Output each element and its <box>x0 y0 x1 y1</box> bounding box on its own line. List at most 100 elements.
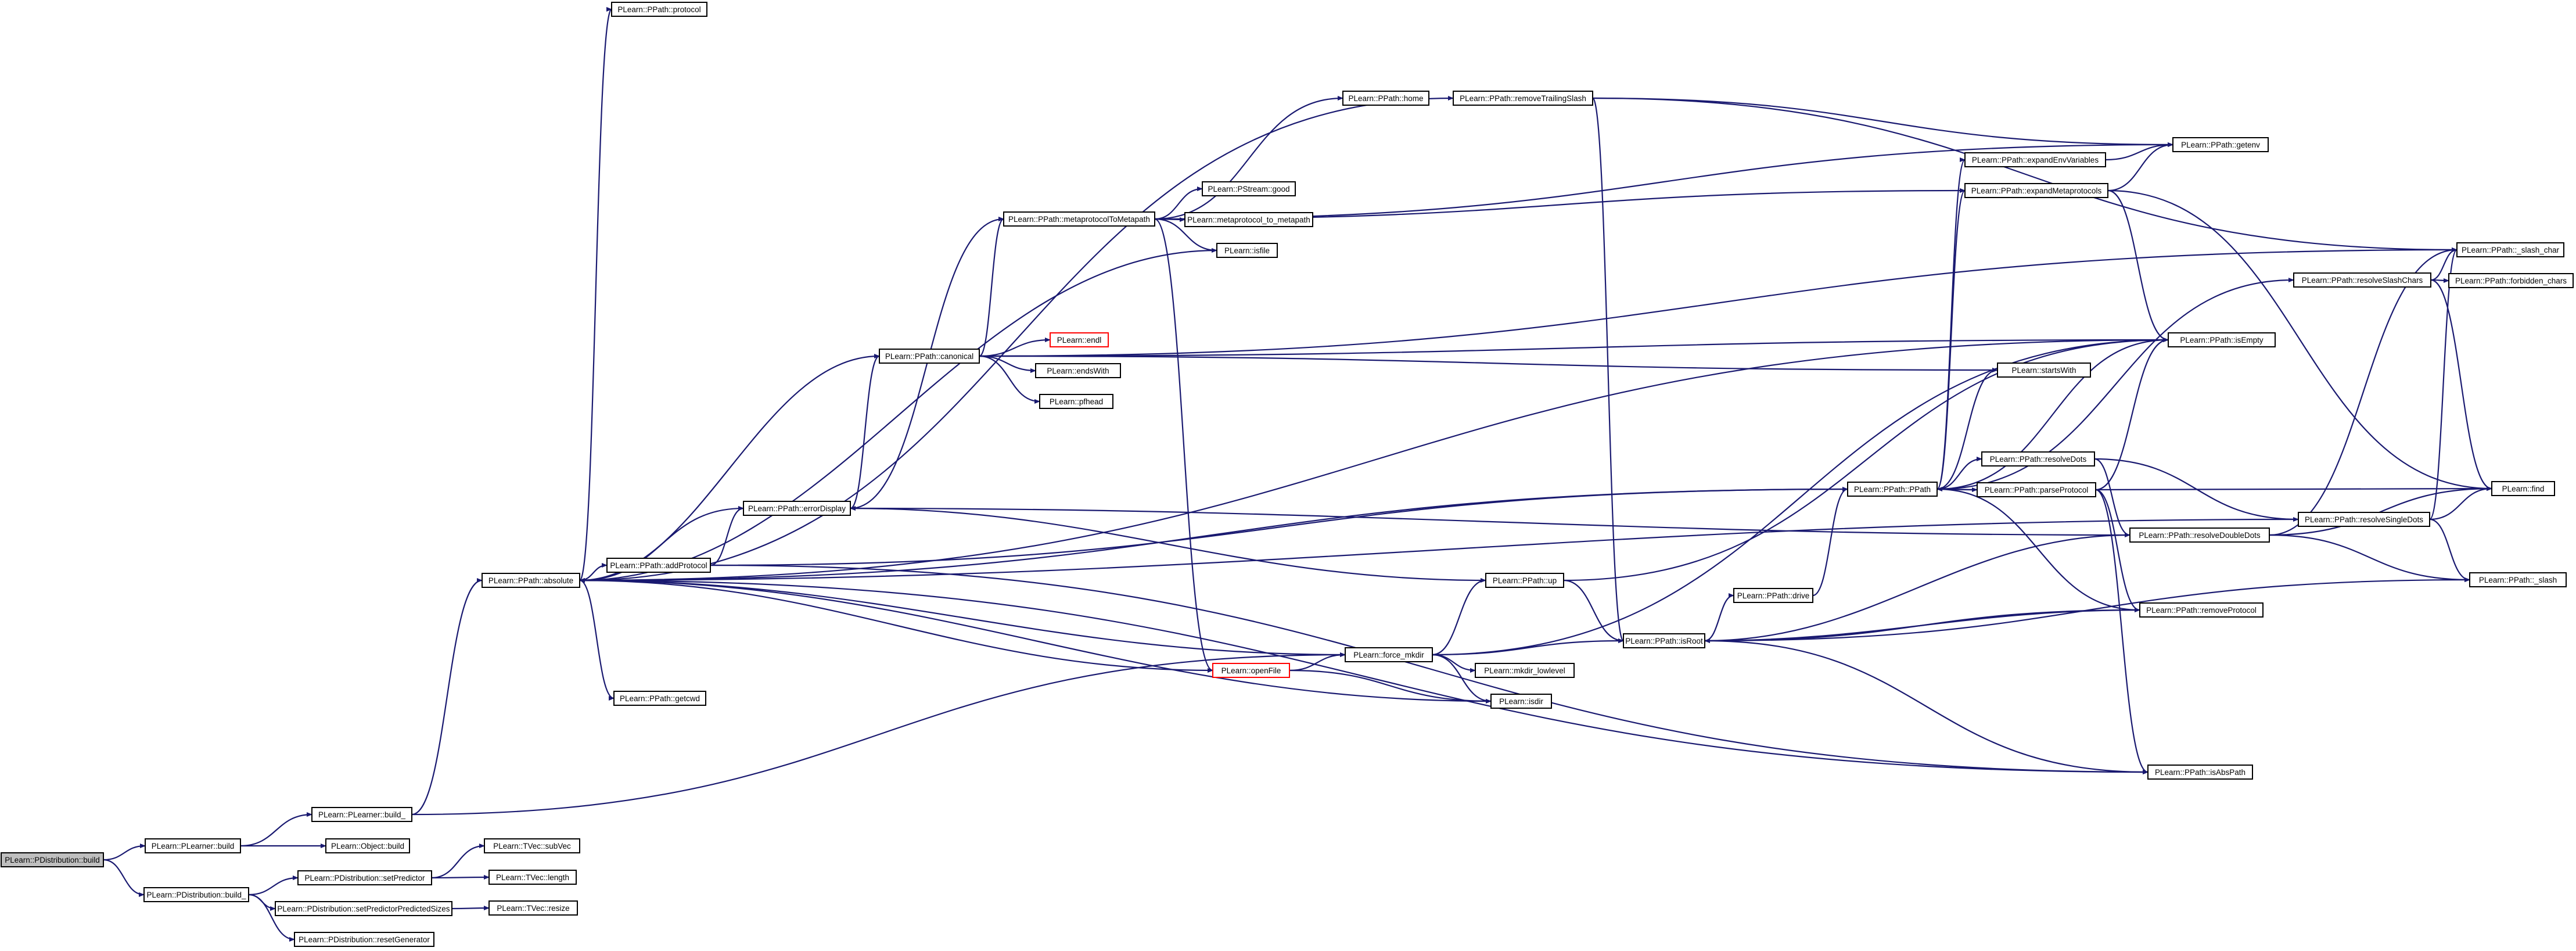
edge-ppath-to-startsWith <box>1937 368 1998 490</box>
node-label: PLearn::metaprotocol_to_metapath <box>1187 216 1310 224</box>
node-parseProtocol[interactable]: PLearn::PPath::parseProtocol <box>1977 482 2096 497</box>
node-box <box>1202 181 1296 196</box>
node-removeTrailingSlash[interactable]: PLearn::PPath::removeTrailingSlash <box>1453 91 1593 106</box>
edge-resolveSingleDots-to-find <box>2429 486 2492 521</box>
node-label: PLearn::PPath::canonical <box>885 352 973 361</box>
edge-isdir-to-absolute <box>579 578 1492 702</box>
node-label: PLearn::PPath::removeProtocol <box>2146 606 2257 615</box>
node-slash-char[interactable]: PLearn::PPath::_slash_char <box>2456 242 2564 257</box>
node-removeProtocol[interactable]: PLearn::PPath::removeProtocol <box>2139 602 2264 618</box>
node-resolveDoubleDots[interactable]: PLearn::PPath::resolveDoubleDots <box>2129 527 2270 543</box>
node-setPredictor[interactable]: PLearn::PDistribution::setPredictor <box>297 870 432 885</box>
edge-metaprotocolToMetapath-to-pstream-good <box>1154 186 1203 220</box>
node-ppath[interactable]: PLearn::PPath::PPath <box>1847 482 1938 497</box>
node-mkdir-lowlevel[interactable]: PLearn::mkdir_lowlevel <box>1475 663 1575 678</box>
node-box <box>1003 211 1155 227</box>
node-box <box>1964 183 2108 198</box>
node-label: PLearn::isfile <box>1224 246 1270 255</box>
node-getcwd[interactable]: PLearn::PPath::getcwd <box>613 691 706 706</box>
node-resolveSingleDots[interactable]: PLearn::PPath::resolveSingleDots <box>2298 512 2430 527</box>
node-box <box>611 2 707 17</box>
node-canonical[interactable]: PLearn::PPath::canonical <box>879 349 980 364</box>
node-isdir[interactable]: PLearn::isdir <box>1490 694 1552 709</box>
node-isRoot[interactable]: PLearn::PPath::isRoot <box>1623 633 1705 648</box>
node-home[interactable]: PLearn::PPath::home <box>1342 91 1429 106</box>
node-box <box>297 870 432 885</box>
edge-canonical-to-endsWith <box>979 355 1036 373</box>
node-getenv[interactable]: PLearn::PPath::getenv <box>2172 137 2269 152</box>
node-label: PLearn::find <box>2502 485 2545 493</box>
node-plearner-build[interactable]: PLearn::PLearner::build <box>145 838 241 853</box>
node-metaprotocolToMetapath[interactable]: PLearn::PPath::metaprotocolToMetapath <box>1003 211 1155 227</box>
edge-plearner-build--to-force-mkdir <box>411 652 1346 816</box>
edge-canonical-to-startsWith <box>979 355 1998 372</box>
edge-ppath-to-expandEnvVariables <box>1936 157 1966 490</box>
node-label: PLearn::TVec::length <box>496 873 569 882</box>
node-label: PLearn::startsWith <box>2011 366 2076 375</box>
node-plearner-build-[interactable]: PLearn::PLearner::build_ <box>311 807 412 822</box>
node-box <box>1964 152 2106 167</box>
node-box <box>1977 482 2096 497</box>
node-isAbsPath[interactable]: PLearn::PPath::isAbsPath <box>2147 765 2253 780</box>
node-label: PLearn::TVec::resize <box>497 904 569 913</box>
node-openFile[interactable]: PLearn::openFile <box>1212 663 1290 678</box>
edge-removeTrailingSlash-to-slash-char <box>1592 97 2458 252</box>
node-protocol[interactable]: PLearn::PPath::protocol <box>611 2 707 17</box>
node-endsWith[interactable]: PLearn::endsWith <box>1035 363 1121 378</box>
edge-pdist-build--to-resetGenerator <box>248 893 295 942</box>
node-addProtocol[interactable]: PLearn::PPath::addProtocol <box>606 558 711 573</box>
node-box <box>2456 242 2564 257</box>
node-errorDisplay[interactable]: PLearn::PPath::errorDisplay <box>743 501 851 516</box>
node-box <box>1342 91 1429 106</box>
node-expandEnvVariables[interactable]: PLearn::PPath::expandEnvVariables <box>1964 152 2106 167</box>
node-tvec-subvec[interactable]: PLearn::TVec::subVec <box>484 838 580 853</box>
node-isEmpty[interactable]: PLearn::PPath::isEmpty <box>2168 332 2276 347</box>
edge-isRoot-to-slash <box>1704 577 2470 642</box>
node-label: PLearn::PPath::getcwd <box>620 694 700 703</box>
edge-resolveSingleDots-to-slash <box>2429 518 2470 582</box>
node-box <box>1035 363 1121 378</box>
edge-ppath-to-removeProtocol <box>1937 488 2140 612</box>
edge-canonical-to-pfhead <box>979 355 1040 404</box>
node-up[interactable]: PLearn::PPath::up <box>1485 573 1564 588</box>
node-label: PLearn::PPath::PPath <box>1854 485 1931 494</box>
edge-force-mkdir-to-mkdir-lowlevel <box>1432 654 1476 673</box>
node-box <box>1184 212 1313 227</box>
edge-force-mkdir-to-isEmpty <box>1432 338 2169 656</box>
node-box <box>1485 573 1564 588</box>
node-absolute[interactable]: PLearn::PPath::absolute <box>482 573 580 588</box>
edge-parseProtocol-to-isAbsPath <box>2095 489 2149 774</box>
node-find[interactable]: PLearn::find <box>2491 481 2555 496</box>
node-label: PLearn::mkdir_lowlevel <box>1484 666 1565 675</box>
node-resolveDots[interactable]: PLearn::PPath::resolveDots <box>1981 451 2095 466</box>
node-force-mkdir[interactable]: PLearn::force_mkdir <box>1345 647 1433 662</box>
node-expandMetaprotocols[interactable]: PLearn::PPath::expandMetaprotocols <box>1964 183 2108 198</box>
node-pfhead[interactable]: PLearn::pfhead <box>1039 394 1113 409</box>
node-drive[interactable]: PLearn::PPath::drive <box>1733 588 1813 603</box>
node-startsWith[interactable]: PLearn::startsWith <box>1997 363 2091 378</box>
node-metaprotocol-to-metapath[interactable]: PLearn::metaprotocol_to_metapath <box>1184 212 1313 227</box>
node-pdist-build[interactable]: PLearn::PDistribution::build <box>1 852 104 867</box>
node-resolveSlashChars[interactable]: PLearn::PPath::resolveSlashChars <box>2293 272 2431 288</box>
node-box <box>2293 272 2431 288</box>
node-label: PLearn::PPath::resolveSingleDots <box>2305 515 2423 524</box>
edge-canonical-to-endl <box>979 338 1051 357</box>
edge-setPredictor-to-tvec-length <box>431 875 490 880</box>
node-label: PLearn::PPath::parseProtocol <box>1985 486 2089 494</box>
edge-expandEnvVariables-to-getenv <box>2105 142 2173 161</box>
node-box <box>613 691 706 706</box>
node-endl[interactable]: PLearn::endl <box>1050 332 1109 347</box>
node-isfile[interactable]: PLearn::isfile <box>1216 243 1278 258</box>
node-resetGenerator[interactable]: PLearn::PDistribution::resetGenerator <box>294 932 434 947</box>
node-pstream-good[interactable]: PLearn::PStream::good <box>1202 181 1296 196</box>
node-tvec-length[interactable]: PLearn::TVec::length <box>488 870 577 885</box>
node-object-build[interactable]: PLearn::Object::build <box>325 838 410 853</box>
node-tvec-resize[interactable]: PLearn::TVec::resize <box>488 900 578 916</box>
node-setPredictorSizes[interactable]: PLearn::PDistribution::setPredictorPredi… <box>275 901 452 916</box>
node-pdist-build-[interactable]: PLearn::PDistribution::build_ <box>143 887 249 902</box>
node-forbidden-chars[interactable]: PLearn::PPath::forbidden_chars <box>2448 273 2574 288</box>
edge-pdist-build--to-setPredictor <box>248 875 299 896</box>
node-label: PLearn::endl <box>1057 336 1102 344</box>
edge-metaprotocolToMetapath-to-isfile <box>1154 218 1217 253</box>
node-slash[interactable]: PLearn::PPath::_slash <box>2469 572 2567 587</box>
